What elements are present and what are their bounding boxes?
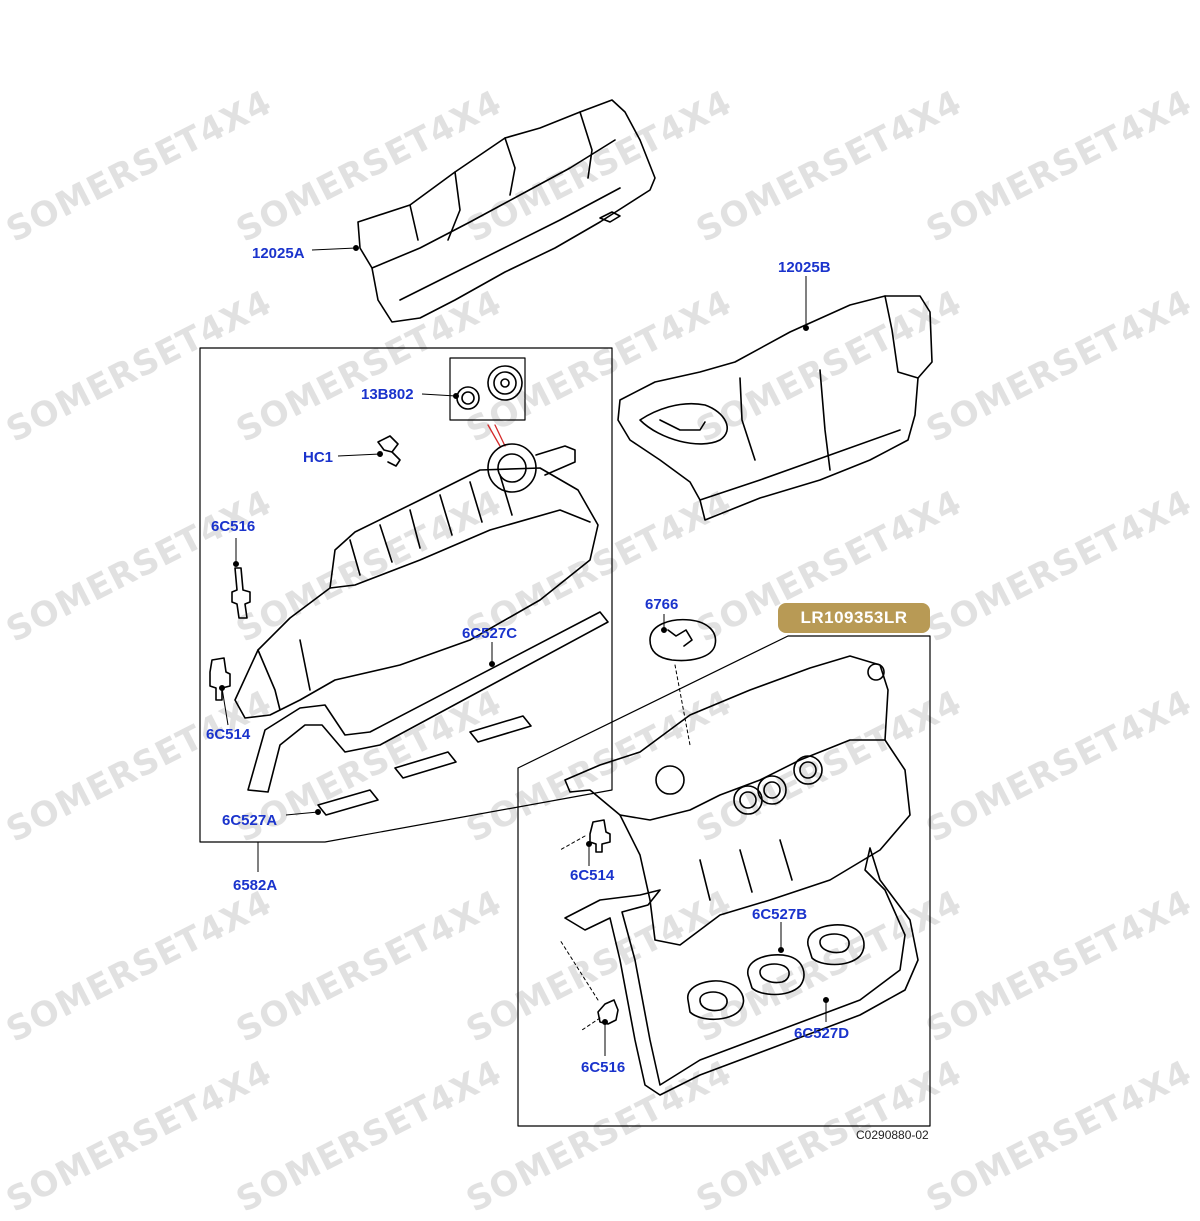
stud-6C514-left — [209, 657, 231, 701]
diagram-reference-code: C0290880-02 — [856, 1128, 929, 1142]
part-label-12025A: 12025A — [252, 245, 305, 262]
seals-6C527A — [317, 715, 532, 816]
part-label-13B802: 13B802 — [361, 386, 414, 403]
part-label-6C527B: 6C527B — [752, 906, 808, 923]
engine-cover-right — [617, 295, 933, 521]
engine-cover-left — [357, 99, 656, 323]
valve-cover-left — [234, 443, 599, 719]
assembly-frame-right — [517, 635, 931, 1127]
gasket-6C527C — [247, 611, 609, 793]
part-label-6C516-right: 6C516 — [581, 1059, 626, 1076]
bolt-6C516-left — [231, 567, 251, 619]
part-label-6C514-left: 6C514 — [206, 726, 251, 743]
valve-cover-right — [564, 655, 911, 946]
part-label-6582A: 6582A — [233, 877, 278, 894]
part-label-6C527D: 6C527D — [794, 1025, 850, 1042]
gasket-6C527D — [564, 847, 919, 1096]
part-label-HC1: HC1 — [303, 449, 334, 466]
inset-13B802 — [449, 357, 526, 421]
stud-6C514-right — [559, 819, 611, 853]
part-label-6C527C: 6C527C — [462, 625, 518, 642]
part-label-6C516-left: 6C516 — [211, 518, 256, 535]
oil-filler-cap-6766 — [649, 618, 717, 746]
part-label-12025B: 12025B — [778, 259, 831, 276]
part-label-6C514-right: 6C514 — [570, 867, 615, 884]
part-label-6C527A: 6C527A — [222, 812, 278, 829]
part-number-badge: LR109353LR — [778, 603, 930, 633]
part-label-6766: 6766 — [645, 596, 679, 613]
hose-clip-HC1 — [377, 435, 401, 467]
assembly-frame-left — [199, 347, 613, 843]
seals-6C527B — [687, 924, 865, 1021]
bolt-6C516-right — [559, 939, 619, 1031]
